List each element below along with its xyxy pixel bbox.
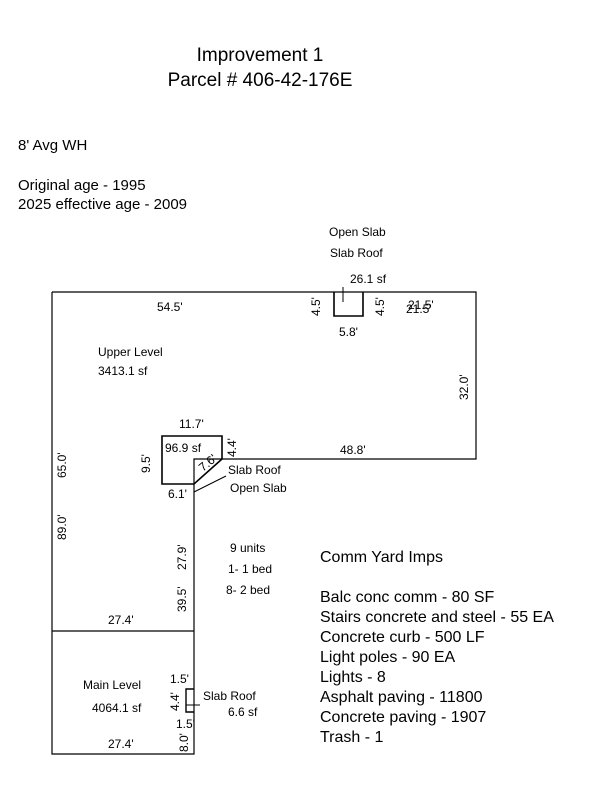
open-slab-outline — [333, 292, 364, 317]
mid-slab-leader — [193, 475, 227, 493]
units-one-bed: 1- 1 bed — [228, 562, 272, 576]
building-outline — [51, 291, 477, 755]
small-slab-area: 6.6 sf — [228, 705, 258, 719]
yard-imps-list: Comm Yard Imps Balc conc comm - 80 SF St… — [320, 548, 554, 748]
dim-top-right-overlap: 21.5' — [406, 302, 432, 316]
dim-left-upper: 65.0' — [55, 452, 69, 478]
open-slab-label: Open Slab — [329, 225, 386, 239]
units-count: 9 units — [230, 541, 265, 555]
yard-imp-item: Concrete curb - 500 LF — [320, 629, 485, 646]
original-age: Original age - 1995 — [18, 177, 146, 194]
small-slab-dim-top: 1.5' — [170, 672, 189, 686]
upper-level-area: 3413.1 sf — [98, 364, 148, 378]
mid-slab-outline — [161, 435, 223, 485]
mid-slab-dim-bottom: 6.1' — [168, 487, 187, 501]
units-two-bed: 8- 2 bed — [226, 583, 270, 597]
dim-inner-horizontal: 48.8' — [340, 443, 366, 457]
yard-imp-item: Asphalt paving - 11800 — [320, 689, 483, 706]
dim-mid-width: 27.4' — [108, 613, 134, 627]
yard-imp-item: Concrete paving - 1907 — [320, 709, 487, 726]
effective-age: 2025 effective age - 2009 — [18, 196, 188, 213]
small-slab-label: Slab Roof — [203, 689, 256, 703]
mid-slab-dim-left: 9.5' — [139, 454, 153, 473]
parcel-number: Parcel # 406-42-176E — [167, 70, 353, 91]
dim-bottom-right: 8.0' — [177, 733, 191, 752]
small-slab-outline — [185, 688, 194, 713]
open-slab-dim-bottom: 5.8' — [339, 325, 358, 339]
yard-imp-item: Balc conc comm - 80 SF — [320, 589, 495, 606]
mid-slab-dim-top: 11.7' — [179, 417, 204, 431]
open-slab-area: 26.1 sf — [350, 272, 387, 286]
sketch-title: Improvement 1 — [196, 45, 324, 66]
yard-imps-heading: Comm Yard Imps — [320, 549, 443, 566]
mid-slab-dim-right: 4.4' — [225, 438, 239, 457]
dim-inner-vertical-upper: 27.9' — [175, 544, 189, 570]
open-slab-dim-right: 4.5' — [373, 297, 387, 316]
dim-top: 54.5' — [157, 300, 183, 314]
wall-height: 8' Avg WH — [18, 137, 88, 154]
dim-inner-vertical-lower: 39.5' — [175, 586, 189, 612]
small-slab-dim-side: 4.4' — [168, 692, 182, 711]
upper-level-name: Upper Level — [98, 345, 163, 359]
mid-slab-open-label: Open Slab — [230, 481, 287, 495]
mid-slab-roof-label: Slab Roof — [228, 463, 281, 477]
open-slab-dim-left: 4.5' — [309, 297, 323, 316]
yard-imp-item: Stairs concrete and steel - 55 EA — [320, 609, 554, 626]
dim-left-lower: 89.0' — [55, 514, 69, 540]
mid-slab-area: 96.9 sf — [165, 441, 202, 455]
yard-imp-item: Trash - 1 — [320, 729, 384, 746]
main-level-area: 4064.1 sf — [92, 701, 142, 715]
dim-top-right: 21.5' — [408, 298, 434, 312]
small-slab-dim-bottom: 1.5' — [176, 717, 195, 731]
slab-roof-label: Slab Roof — [330, 246, 383, 260]
yard-imp-item: Lights - 8 — [320, 669, 386, 686]
dim-bottom-width: 27.4' — [108, 737, 134, 751]
yard-imp-item: Light poles - 90 EA — [320, 649, 456, 666]
dim-right: 32.0' — [457, 374, 471, 400]
main-level-name: Main Level — [83, 678, 141, 692]
